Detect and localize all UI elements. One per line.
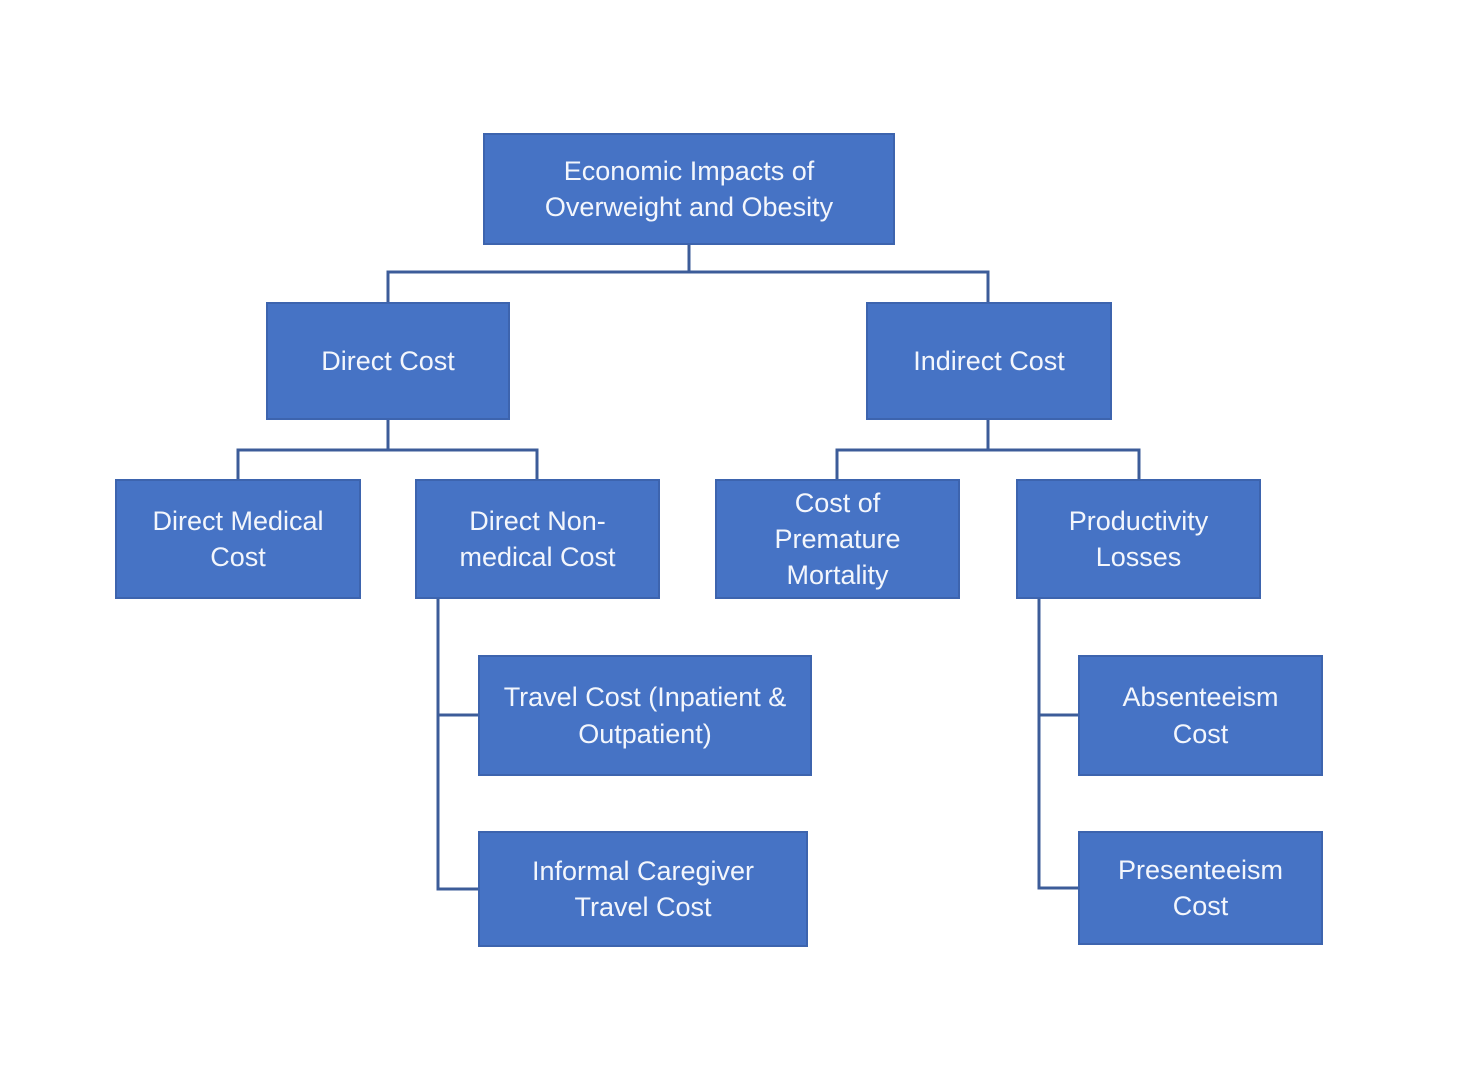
node-absenteeism-cost-label: Absenteeism Cost	[1122, 682, 1279, 749]
node-informal-caregiver-travel-cost-label: Informal Caregiver Travel Cost	[531, 855, 755, 922]
connector-root-to-children	[386, 245, 990, 302]
node-travel-cost: Travel Cost (Inpatient & Outpatient)	[478, 655, 812, 776]
node-productivity-losses: Productivity Losses	[1016, 479, 1261, 599]
node-presenteeism-cost-label: Presenteeism Cost	[1117, 854, 1284, 921]
connector-productivity-to-children	[1037, 599, 1078, 890]
connector-nonmedical-to-children	[436, 599, 478, 891]
node-productivity-losses-label: Productivity Losses	[1068, 505, 1209, 572]
node-direct-non-medical-cost-label: Direct Non-medical Cost	[459, 505, 616, 572]
node-travel-cost-label: Travel Cost (Inpatient & Outpatient)	[503, 682, 787, 749]
connector-direct-cost-to-children	[236, 420, 539, 479]
node-direct-cost: Direct Cost	[266, 302, 510, 420]
node-indirect-cost-label: Indirect Cost	[913, 345, 1065, 376]
node-direct-cost-label: Direct Cost	[321, 345, 455, 376]
node-informal-caregiver-travel-cost: Informal Caregiver Travel Cost	[478, 831, 808, 947]
node-direct-medical-cost: Direct Medical Cost	[115, 479, 361, 599]
node-economic-impacts: Economic Impacts of Overweight and Obesi…	[483, 133, 895, 245]
node-direct-non-medical-cost: Direct Non-medical Cost	[415, 479, 660, 599]
node-indirect-cost: Indirect Cost	[866, 302, 1112, 420]
node-presenteeism-cost: Presenteeism Cost	[1078, 831, 1323, 945]
connector-indirect-cost-to-children	[835, 420, 1141, 479]
node-direct-medical-cost-label: Direct Medical Cost	[152, 505, 324, 572]
node-cost-of-premature-mortality-label: Cost of Premature Mortality	[774, 487, 901, 591]
node-cost-of-premature-mortality: Cost of Premature Mortality	[715, 479, 960, 599]
node-economic-impacts-label: Economic Impacts of Overweight and Obesi…	[544, 155, 834, 222]
node-absenteeism-cost: Absenteeism Cost	[1078, 655, 1323, 776]
